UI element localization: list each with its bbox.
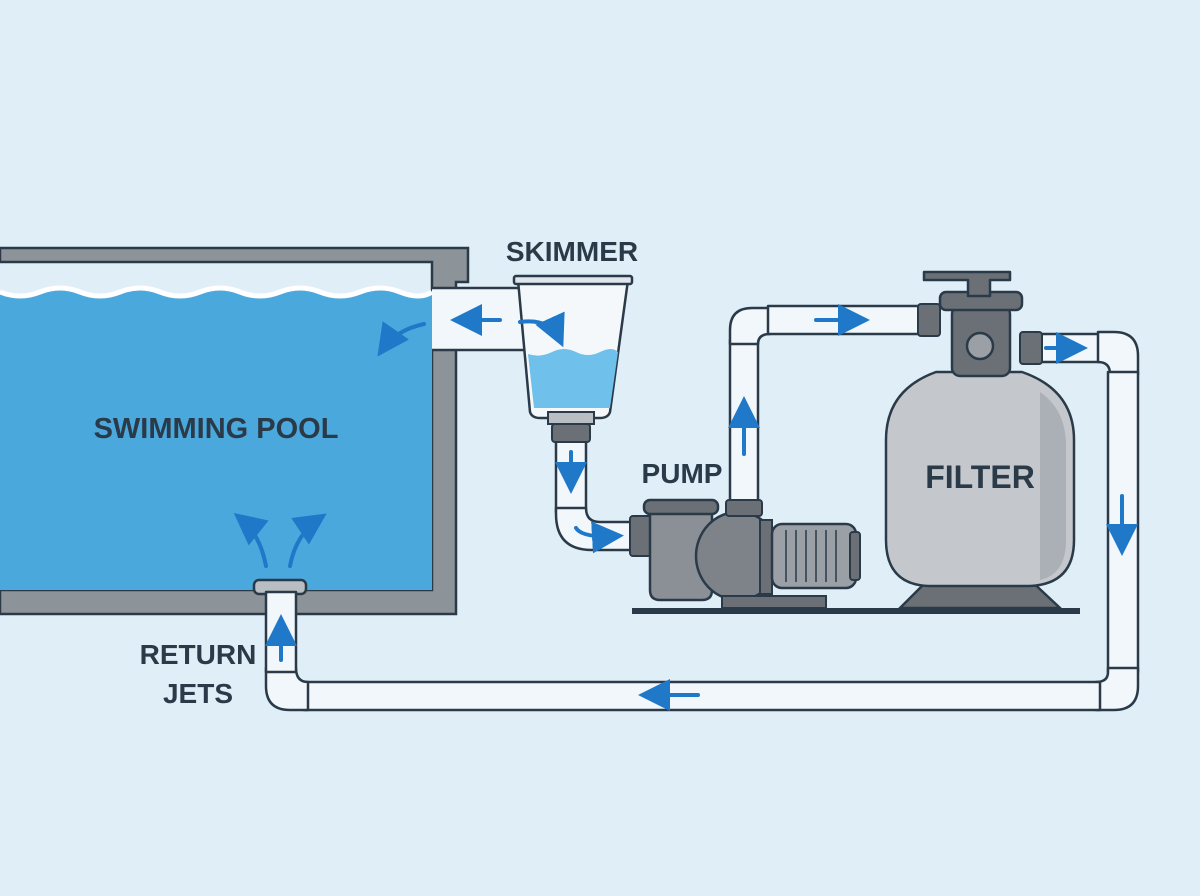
flow-arrows [233,304,1138,711]
flow-arrow-icon [574,521,624,554]
water-surface [0,285,434,299]
filter-inlet-union [917,303,941,337]
filter-outlet-union [1019,331,1043,365]
pump-feet [721,595,827,609]
flow-arrow-icon [377,321,426,357]
flow-arrow-icon [233,512,269,568]
valve-handle-icon [922,270,1012,298]
top-left-elbow [728,306,772,346]
return-jets-label-line2: JETS [163,678,233,709]
filter [884,270,1076,610]
pool-label: SWIMMING POOL [94,413,339,445]
pump-inlet-elbow [554,506,642,552]
motor-fins [785,530,837,582]
pump-base [632,608,1080,614]
filter-tank [884,370,1076,588]
pump-outlet-union [725,499,763,517]
skimmer-neck [547,411,595,425]
skimmer-rim [512,274,634,286]
flow-arrow-icon [518,311,565,348]
filter-tank-highlight [1040,392,1066,580]
filter-valve-port [965,331,995,361]
skimmer-water [528,349,618,408]
pump-motor-cap [849,531,861,581]
pump-strainer-housing [648,506,714,602]
pump-motor [770,522,858,590]
skimmer [512,274,634,443]
right-top-elbow [1096,330,1140,376]
skimmer-union [551,423,591,443]
pump [629,498,1080,614]
pool-wall [0,246,470,616]
return-pipe [302,680,1102,712]
return-jets-label-line1: RETURN [140,639,257,670]
left-bottom-elbow [264,666,310,712]
skimmer-label: SKIMMER [506,236,638,267]
pump-flange [759,519,773,595]
pump-lid [642,498,720,516]
flow-arrow-icon [288,513,327,568]
pump-label: PUMP [642,458,723,489]
filter-label: FILTER [925,459,1035,495]
right-bottom-elbow [1094,666,1140,712]
